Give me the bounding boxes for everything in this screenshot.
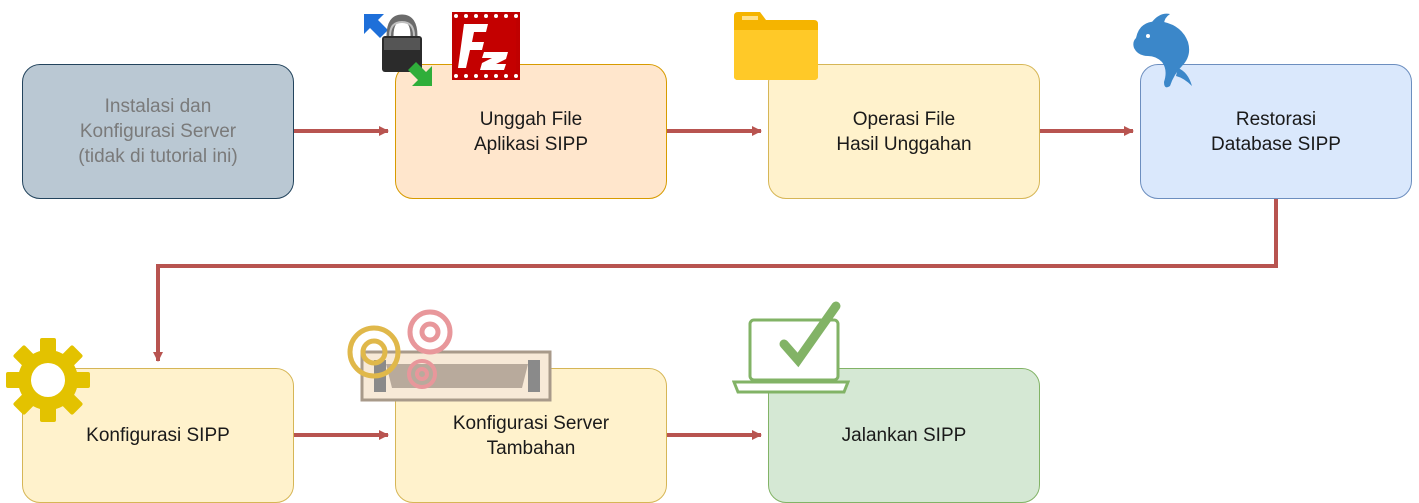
node-upload-files: Unggah File Aplikasi SIPP [395, 64, 667, 199]
node-label: Operasi File Hasil Unggahan [836, 108, 972, 155]
node-file-operations: Operasi File Hasil Unggahan [768, 64, 1040, 199]
server-gears-icon [347, 309, 552, 402]
node-server-install: Instalasi dan Konfigurasi Server (tidak … [22, 64, 294, 199]
gear-icon [6, 338, 90, 422]
secure-transfer-icon [364, 14, 432, 86]
node-database-restore: Restorasi Database SIPP [1140, 64, 1412, 199]
laptop-check-icon [732, 301, 850, 394]
filezilla-icon [452, 12, 520, 80]
node-label: Instalasi dan Konfigurasi Server (tidak … [78, 96, 238, 167]
node-label: Jalankan SIPP [841, 425, 967, 446]
node-label: Unggah File Aplikasi SIPP [473, 108, 589, 155]
mysql-dolphin-icon [1133, 13, 1192, 88]
arrow-4-5 [153, 199, 1278, 362]
folder-icon [734, 12, 818, 80]
node-label: Restorasi Database SIPP [1211, 108, 1341, 155]
node-label: Konfigurasi SIPP [86, 425, 230, 446]
node-label: Konfigurasi Server Tambahan [452, 412, 610, 459]
